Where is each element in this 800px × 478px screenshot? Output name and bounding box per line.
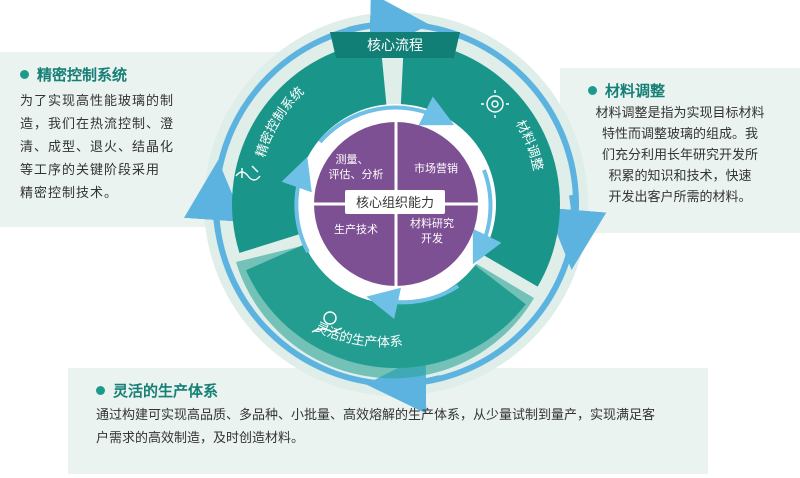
production-description: 通过构建可实现高品质、多品种、小批量、高效熔解的生产体系，从少量试制到量产，实现… [96,404,690,450]
text-line: 为了实现高性能玻璃的制 [20,94,175,109]
quadrant-measure-line1: 测量、 [336,153,369,166]
precision-title: 精密控制系统 [37,66,128,84]
text-line: 开发出客户所需的材料。 [608,190,752,205]
inner-arrow-right [472,169,502,265]
quadrant-measure-line2: 评估、分析 [329,167,384,181]
text-line: 清、成型、退火、结晶化 [20,140,175,155]
inner-arrow-bottom [366,284,460,320]
hand-gear-icon [311,311,343,333]
core-capability-box [345,190,445,214]
text-line: 积累的知识和技术，快速 [608,169,752,184]
text-line: 户需求的高效制造，及时创造材料。 [96,431,305,446]
quadrant-production-tech: 生产技术 [334,222,378,236]
bullet-dot [20,70,29,79]
text-line: 造，我们在热流控制、澄 [20,117,175,132]
text-line: 们充分利用长年研究开发所 [601,148,758,163]
core-process-label: 核心流程 [367,38,423,54]
text-line: 材料调整是指为实现目标材料 [595,106,765,121]
left-arrow [183,160,244,233]
materials-panel [560,68,800,233]
gear-icon [481,90,509,118]
production-title: 灵活的生产体系 [113,382,219,400]
text-line: 精密控制技术。 [20,186,119,201]
materials-title: 材料调整 [605,82,666,100]
inner-arrow-top [318,96,455,144]
precision-description: 为了实现高性能玻璃的制 造，我们在热流控制、澄 清、成型、退火、结晶化 等工序的… [20,90,204,205]
core-capability-label: 核心组织能力 [356,196,434,211]
production-heading: 灵活的生产体系 [96,380,218,401]
right-arrow [546,194,607,270]
precision-heading: 精密控制系统 [20,64,127,85]
materials-description: 材料调整是指为实现目标材料 特性而调整玻璃的组成。我 们充分利用长年研究开发所 … [587,103,773,208]
materials-heading: 材料调整 [588,80,665,101]
top-arrow [347,0,430,54]
bullet-dot [96,386,105,395]
quadrant-rnd-line2: 开发 [421,231,443,245]
text-line: 通过构建可实现高品质、多品种、小批量、高效熔解的生产体系，从少量试制到量产，实现… [96,408,656,423]
quadrant-marketing: 市场营销 [414,161,458,175]
quadrant-rnd-line1: 材料研究 [410,216,454,230]
text-line: 等工序的关键阶段采用 [20,163,161,178]
core-process-tab [330,32,460,58]
bottom-arrow [366,353,441,414]
text-line: 特性而调整玻璃的组成。我 [601,127,758,142]
tools-icon [235,165,261,181]
inner-arrow-left [281,156,312,253]
bullet-dot [588,86,597,95]
